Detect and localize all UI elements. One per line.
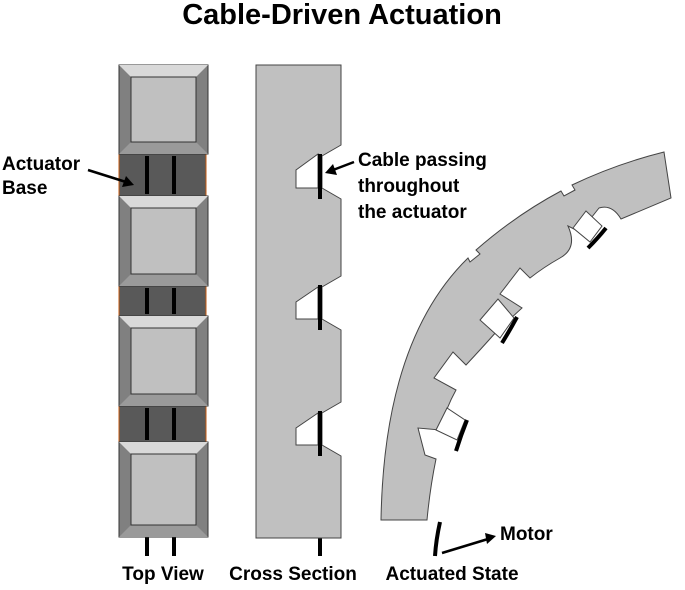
actuator-base-segment xyxy=(118,153,207,197)
actuator-module-top-view xyxy=(118,64,209,155)
callout-motor: Motor xyxy=(500,524,553,545)
callout-cable-line2: throughout xyxy=(358,176,460,197)
actuator-module-top-view xyxy=(118,315,209,407)
actuated-state-body xyxy=(380,151,672,557)
callout-actuator-base-line1: Actuator xyxy=(2,154,81,175)
diagram-title: Cable-Driven Actuation xyxy=(182,0,502,31)
motor-arrow xyxy=(441,533,496,555)
actuator-module-top-view xyxy=(118,441,209,538)
actuator-base-arrow xyxy=(87,168,134,187)
actuator-module-top-view xyxy=(118,195,209,287)
callout-actuator-base-line2: Base xyxy=(2,178,47,199)
callout-cable-line3: the actuator xyxy=(358,202,467,223)
cross-section-body xyxy=(255,64,342,556)
label-actuated-state: Actuated State xyxy=(385,564,518,585)
label-cross-section: Cross Section xyxy=(229,564,357,585)
motor-cable xyxy=(433,521,442,557)
actuator-base-segment xyxy=(118,405,207,443)
cable-arrow xyxy=(325,160,355,175)
callout-cable-line1: Cable passing xyxy=(358,150,487,171)
label-top-view: Top View xyxy=(122,564,204,585)
actuator-base-segment xyxy=(118,285,207,317)
top-view-column xyxy=(118,64,209,556)
